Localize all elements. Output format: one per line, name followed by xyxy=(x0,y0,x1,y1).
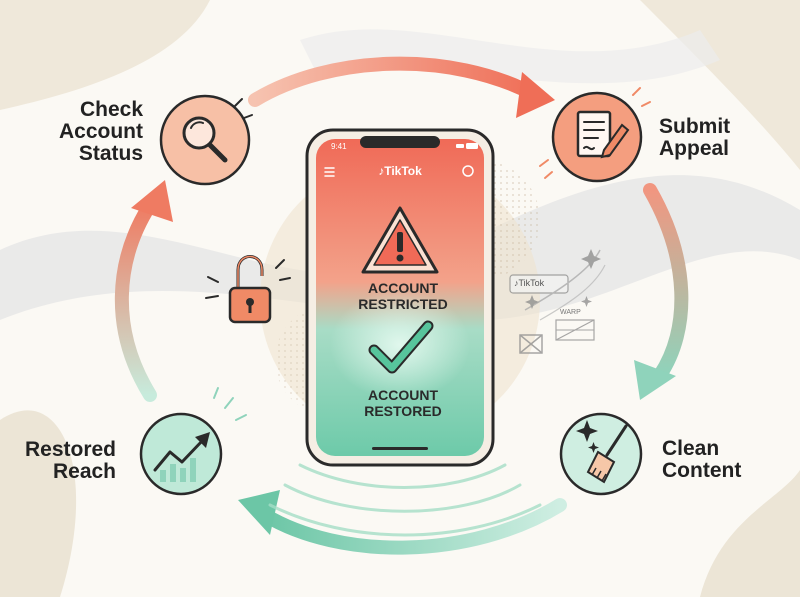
checkmark-icon xyxy=(368,320,434,374)
arrow-head-right xyxy=(634,360,676,400)
phone-app-header: ♪TikTok xyxy=(370,164,430,178)
content-cleanup-sketch xyxy=(509,249,606,354)
home-indicator xyxy=(372,447,428,450)
status-icons xyxy=(456,143,478,149)
phone xyxy=(305,128,495,467)
step-clean-content xyxy=(559,412,643,496)
side-card-word: WARP xyxy=(560,309,581,316)
refresh-icon xyxy=(462,165,474,177)
arrow-head-left xyxy=(131,180,173,222)
label-submit-appeal: Submit Appeal xyxy=(659,115,731,160)
arrow-restored-to-check xyxy=(114,198,157,402)
label-clean-content: Clean Content xyxy=(662,437,742,482)
status-restored-line2: RESTORED xyxy=(364,403,442,419)
cycle-arrows xyxy=(114,56,689,555)
status-restricted-line1: ACCOUNT xyxy=(368,280,438,296)
arrow-clean-to-restored xyxy=(258,498,567,555)
document-pen-icon xyxy=(576,110,630,159)
side-card-note-icon: ♪ xyxy=(514,278,519,288)
arrow-submit-to-clean xyxy=(643,183,689,382)
ripple-arcs xyxy=(268,463,542,537)
magnifier-icon xyxy=(182,116,228,163)
broom-sparkle-icon xyxy=(576,420,628,484)
status-restored-line1: ACCOUNT xyxy=(368,387,438,403)
trend-up-icon xyxy=(153,432,210,482)
step-restored-reach xyxy=(139,387,247,496)
arrow-check-to-submit xyxy=(248,56,542,107)
unlocked-padlock-icon xyxy=(205,255,291,324)
label-restored-reach: Restored Reach xyxy=(24,438,116,483)
phone-app-name: TikTok xyxy=(384,164,422,178)
status-restricted-line2: RESTRICTED xyxy=(358,296,448,312)
menu-icon xyxy=(324,167,335,177)
arrow-head-bottom xyxy=(238,490,280,535)
tiktok-note-icon: ♪ xyxy=(378,164,385,178)
warning-triangle-icon xyxy=(361,206,439,274)
label-check-account-status: Check Account Status xyxy=(59,98,143,165)
phone-time: 9:41 xyxy=(331,142,347,151)
arrow-head-top xyxy=(516,72,555,118)
status-restricted: ACCOUNT RESTRICTED xyxy=(318,280,488,312)
step-check-account-status xyxy=(159,94,253,186)
status-restored: ACCOUNT RESTORED xyxy=(318,387,488,419)
step-submit-appeal xyxy=(539,87,651,183)
side-card-app-name: ♪TikTok xyxy=(514,278,545,288)
